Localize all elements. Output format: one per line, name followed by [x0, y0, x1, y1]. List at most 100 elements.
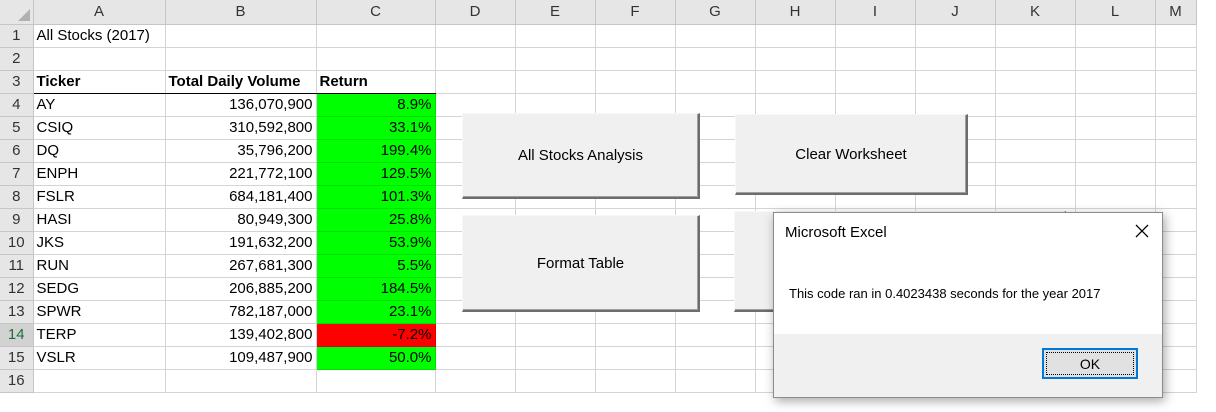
cell-c12[interactable]: 184.5%: [316, 277, 436, 301]
cell-b10[interactable]: 191,632,200: [165, 231, 317, 255]
cell-h2[interactable]: [755, 47, 836, 71]
ok-button[interactable]: OK: [1042, 348, 1138, 379]
cell-d3[interactable]: [435, 70, 516, 94]
cell-c7[interactable]: 129.5%: [316, 162, 436, 186]
cell-c13[interactable]: 23.1%: [316, 300, 436, 324]
cell-l6[interactable]: [1075, 139, 1156, 163]
cell-m11[interactable]: [1155, 254, 1197, 278]
cell-i1[interactable]: [835, 24, 916, 48]
cell-m6[interactable]: [1155, 139, 1197, 163]
cell-a6[interactable]: DQ: [33, 139, 166, 163]
cell-k7[interactable]: [995, 162, 1076, 186]
cell-b4[interactable]: 136,070,900: [165, 93, 317, 117]
row-header-8[interactable]: 8: [0, 185, 34, 209]
cell-e2[interactable]: [515, 47, 596, 71]
cell-i3[interactable]: [835, 70, 916, 94]
all-stocks-analysis-button[interactable]: All Stocks Analysis: [462, 113, 700, 199]
cell-m1[interactable]: [1155, 24, 1197, 48]
cell-m16[interactable]: [1155, 369, 1197, 393]
cell-c10[interactable]: 53.9%: [316, 231, 436, 255]
cell-b5[interactable]: 310,592,800: [165, 116, 317, 140]
cell-c2[interactable]: [316, 47, 436, 71]
cell-b13[interactable]: 782,187,000: [165, 300, 317, 324]
cell-l2[interactable]: [1075, 47, 1156, 71]
cell-a12[interactable]: SEDG: [33, 277, 166, 301]
cell-k2[interactable]: [995, 47, 1076, 71]
cell-d15[interactable]: [435, 346, 516, 370]
cell-a2[interactable]: [33, 47, 166, 71]
cell-h3[interactable]: [755, 70, 836, 94]
cell-b16[interactable]: [165, 369, 317, 393]
row-header-6[interactable]: 6: [0, 139, 34, 163]
cell-m12[interactable]: [1155, 277, 1197, 301]
cell-i4[interactable]: [835, 93, 916, 117]
cell-m15[interactable]: [1155, 346, 1197, 370]
cell-f3[interactable]: [595, 70, 676, 94]
cell-m14[interactable]: [1155, 323, 1197, 347]
cell-g1[interactable]: [675, 24, 756, 48]
cell-l8[interactable]: [1075, 185, 1156, 209]
row-header-12[interactable]: 12: [0, 277, 34, 301]
cell-c4[interactable]: 8.9%: [316, 93, 436, 117]
cell-a13[interactable]: SPWR: [33, 300, 166, 324]
column-header-i[interactable]: I: [835, 0, 916, 25]
cell-d16[interactable]: [435, 369, 516, 393]
cell-l7[interactable]: [1075, 162, 1156, 186]
cell-j2[interactable]: [915, 47, 996, 71]
cell-b6[interactable]: 35,796,200: [165, 139, 317, 163]
cell-k6[interactable]: [995, 139, 1076, 163]
row-header-2[interactable]: 2: [0, 47, 34, 71]
cell-b9[interactable]: 80,949,300: [165, 208, 317, 232]
cell-c5[interactable]: 33.1%: [316, 116, 436, 140]
cell-d1[interactable]: [435, 24, 516, 48]
column-header-l[interactable]: L: [1075, 0, 1156, 25]
row-header-3[interactable]: 3: [0, 70, 34, 94]
cell-a14[interactable]: TERP: [33, 323, 166, 347]
cell-e15[interactable]: [515, 346, 596, 370]
column-header-e[interactable]: E: [515, 0, 596, 25]
cell-l4[interactable]: [1075, 93, 1156, 117]
cell-a10[interactable]: JKS: [33, 231, 166, 255]
cell-a11[interactable]: RUN: [33, 254, 166, 278]
cell-k3[interactable]: [995, 70, 1076, 94]
cell-m4[interactable]: [1155, 93, 1197, 117]
cell-f16[interactable]: [595, 369, 676, 393]
row-header-4[interactable]: 4: [0, 93, 34, 117]
cell-f15[interactable]: [595, 346, 676, 370]
cell-e1[interactable]: [515, 24, 596, 48]
cell-k8[interactable]: [995, 185, 1076, 209]
cell-g2[interactable]: [675, 47, 756, 71]
cell-c14[interactable]: -7.2%: [316, 323, 436, 347]
row-header-16[interactable]: 16: [0, 369, 34, 393]
cell-a16[interactable]: [33, 369, 166, 393]
column-header-g[interactable]: G: [675, 0, 756, 25]
cell-m13[interactable]: [1155, 300, 1197, 324]
cell-j1[interactable]: [915, 24, 996, 48]
cell-m10[interactable]: [1155, 231, 1197, 255]
cell-c6[interactable]: 199.4%: [316, 139, 436, 163]
cell-b3[interactable]: Total Daily Volume: [165, 70, 317, 94]
cell-b12[interactable]: 206,885,200: [165, 277, 317, 301]
row-header-11[interactable]: 11: [0, 254, 34, 278]
cell-a4[interactable]: AY: [33, 93, 166, 117]
cell-m9[interactable]: [1155, 208, 1197, 232]
cell-f14[interactable]: [595, 323, 676, 347]
cell-j4[interactable]: [915, 93, 996, 117]
cell-f1[interactable]: [595, 24, 676, 48]
column-header-f[interactable]: F: [595, 0, 676, 25]
row-header-10[interactable]: 10: [0, 231, 34, 255]
column-header-j[interactable]: J: [915, 0, 996, 25]
column-header-k[interactable]: K: [995, 0, 1076, 25]
cell-a1[interactable]: All Stocks (2017): [33, 24, 166, 48]
cell-i2[interactable]: [835, 47, 916, 71]
column-header-a[interactable]: A: [33, 0, 166, 25]
clear-worksheet-button[interactable]: Clear Worksheet: [735, 114, 968, 195]
column-header-c[interactable]: C: [316, 0, 436, 25]
cell-m3[interactable]: [1155, 70, 1197, 94]
cell-g3[interactable]: [675, 70, 756, 94]
cell-g4[interactable]: [675, 93, 756, 117]
row-header-14[interactable]: 14: [0, 323, 34, 347]
cell-l5[interactable]: [1075, 116, 1156, 140]
cell-c15[interactable]: 50.0%: [316, 346, 436, 370]
cell-k1[interactable]: [995, 24, 1076, 48]
